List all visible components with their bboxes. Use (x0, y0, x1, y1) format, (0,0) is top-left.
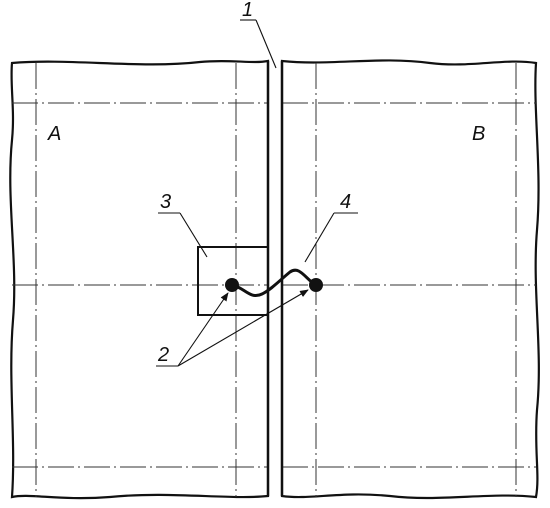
callout-1: 1 (242, 0, 253, 21)
leader-lines (156, 19, 358, 367)
junction-box (197, 246, 269, 316)
callout-3: 3 (160, 191, 171, 213)
connecting-wire (230, 268, 318, 297)
panel-b (280, 59, 540, 500)
panel-a (9, 59, 270, 500)
callout-4: 4 (340, 191, 351, 213)
connection-point-left (225, 278, 239, 292)
connection-point-right (309, 278, 323, 292)
label-room-b: B (472, 123, 485, 145)
barrier-wall (266, 61, 284, 496)
label-room-a: A (47, 123, 61, 145)
callout-2: 2 (157, 344, 169, 366)
